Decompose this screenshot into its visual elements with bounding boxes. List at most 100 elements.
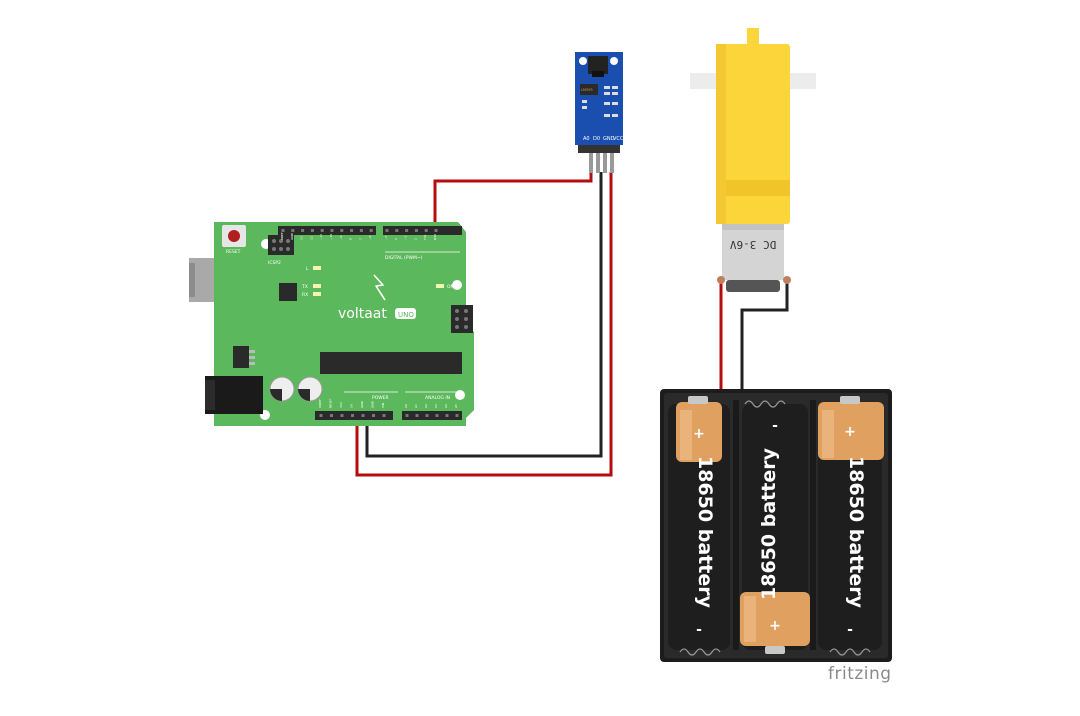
header-pin-hole	[359, 229, 363, 232]
led-tx-label: TX	[301, 284, 308, 290]
header-pin-hole	[340, 414, 344, 417]
capacitor	[297, 376, 323, 402]
battery-cell: + - 18650 battery	[668, 396, 730, 650]
battery-label: 18650 battery	[694, 456, 716, 609]
pin-label: A0	[404, 404, 408, 408]
header-pin-hole	[414, 229, 418, 232]
battery-plus-sign: +	[769, 618, 781, 634]
header-pin-hole	[435, 414, 439, 417]
digital-label: DIGITAL (PWM~)	[385, 255, 423, 261]
digital-header-left	[278, 226, 376, 235]
battery-minus-sign: -	[847, 622, 853, 638]
usb-chip	[279, 283, 297, 301]
pin-label: A3	[434, 404, 438, 408]
header-pin-hole	[351, 414, 354, 417]
header-pin-hole	[340, 229, 344, 232]
wires	[355, 172, 789, 477]
header-pin-hole	[319, 414, 323, 417]
header-pin-hole	[330, 414, 333, 417]
icsp-header	[268, 235, 294, 255]
analog-label: ANALOG IN	[425, 395, 450, 401]
led-on-label: ON	[447, 284, 454, 290]
header-pin-hole	[350, 229, 354, 232]
header-pin-hole	[415, 414, 419, 417]
battery-plus-sign: +	[693, 426, 705, 442]
reset-label: RESET	[226, 249, 241, 255]
pin-label: GND	[290, 232, 294, 240]
fritzing-watermark: fritzing	[828, 664, 892, 684]
pin-label: ~11	[319, 234, 323, 240]
header-pin-hole	[372, 414, 375, 417]
battery-cell: + - 18650 battery	[818, 396, 884, 650]
model-badge-text: UNO	[398, 311, 414, 319]
header-pin-hole	[301, 229, 305, 232]
battery-plus-sign: +	[844, 424, 856, 440]
pin-label: 7	[358, 238, 362, 240]
sensor-pin-label: GND	[603, 136, 615, 142]
motor-terminal	[717, 276, 725, 284]
mount-hole	[452, 280, 462, 290]
power-label: POWER	[372, 395, 389, 401]
header-pin-hole	[281, 229, 285, 232]
board-pcb	[214, 222, 474, 426]
pin-label: 13	[300, 236, 304, 240]
led-l	[313, 266, 321, 270]
header-pin-hole	[405, 229, 409, 232]
led-rx-label: RX	[302, 292, 308, 298]
motor-gearbox	[716, 44, 790, 224]
pin-label: IOREF	[318, 399, 322, 408]
battery-minus-sign: -	[772, 418, 778, 434]
battery-minus-sign: -	[696, 622, 702, 638]
pin-label: 12	[309, 236, 313, 240]
motor-label: DC 3-6V	[729, 238, 776, 251]
header-pin-hole	[424, 229, 428, 232]
header-pin-hole	[434, 229, 438, 232]
capacitor	[269, 376, 295, 402]
dc-gear-motor: DC 3-6V	[690, 28, 816, 292]
analog-header	[402, 411, 462, 420]
spring-contact	[744, 400, 786, 408]
led-rx	[313, 292, 321, 296]
wire-vcc-red	[355, 172, 613, 477]
sensor-pin-label: VCC	[613, 136, 624, 142]
led-l-label: L	[306, 266, 309, 272]
pin-label: 8	[349, 238, 353, 240]
battery-label: 18650 battery	[845, 456, 867, 609]
header-pin-hole	[395, 229, 399, 232]
pin-label: 3V3	[339, 402, 343, 408]
header-pin-hole	[405, 414, 409, 417]
motor-endcap	[726, 280, 780, 292]
pin-label: ~10	[329, 234, 333, 240]
digital-header-right	[383, 226, 462, 235]
pin-label: A5	[454, 404, 458, 408]
pin-label: RX0	[433, 234, 437, 240]
microcontroller-chip	[320, 352, 462, 374]
pin-label: GND	[360, 400, 364, 408]
wire-motor-black	[740, 280, 789, 392]
reset-button-cap	[228, 230, 240, 242]
battery-label: 18650 battery	[758, 447, 780, 600]
motor-shaft-tip	[747, 28, 759, 46]
header-pin-hole	[385, 229, 389, 232]
pin-label: RESET	[329, 398, 333, 408]
wire-gnd-black	[365, 172, 603, 458]
header-pin-hole	[369, 229, 373, 232]
pin-label: TX1	[423, 234, 427, 241]
header-pin-hole	[320, 229, 324, 232]
motor-terminal	[783, 276, 791, 284]
led-on	[436, 284, 444, 288]
pin-label: AREF	[280, 232, 284, 240]
icsp-label: ICSP2	[268, 260, 281, 266]
motor-body	[722, 224, 784, 280]
pin-label: 2	[413, 238, 417, 240]
header-pin-hole	[310, 229, 314, 232]
spring-contact	[679, 648, 721, 656]
led-tx	[313, 284, 321, 288]
sensor-chip-label: LM393	[581, 88, 593, 92]
sensor-header	[578, 145, 620, 153]
pin-label: GND	[371, 400, 375, 408]
header-pin-hole	[361, 414, 365, 417]
icsp-header-right	[451, 305, 473, 333]
